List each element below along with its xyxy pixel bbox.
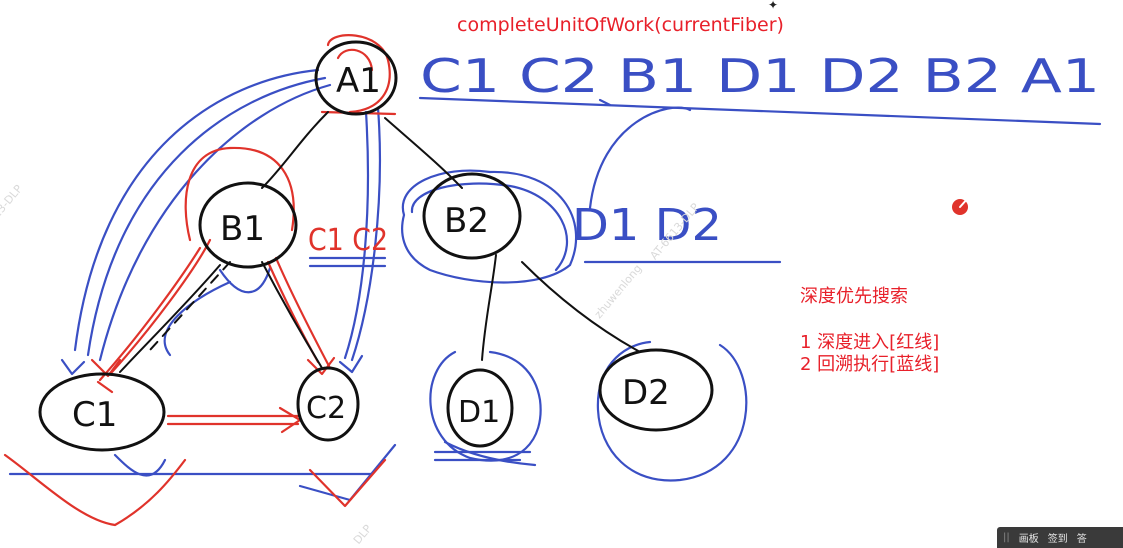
toolbar-item-drawing-board[interactable]: 画板 xyxy=(1018,534,1039,545)
bottom-toolbar: || 画板 签到 答 xyxy=(997,527,1123,548)
node-d2-circle xyxy=(598,348,714,432)
node-c2-label: C2 xyxy=(306,391,346,426)
node-d1-label: D1 xyxy=(458,395,500,430)
legend-blue-line-note: 2 回溯执行[蓝线] xyxy=(800,354,940,375)
node-b1-label: B1 xyxy=(220,209,265,249)
node-d1-circle xyxy=(446,368,514,448)
edge-b2-d1 xyxy=(481,254,497,361)
edge-a1-b1 xyxy=(261,111,329,189)
blue-backtrack-lines xyxy=(8,68,1102,502)
edge-a1-b2 xyxy=(384,117,463,189)
diagram-title: completeUnitOfWork(currentFiber) xyxy=(457,14,784,36)
completion-order-sequence: C1 C2 B1 D1 D2 B2 A1 xyxy=(420,49,1100,103)
node-a1-circle xyxy=(314,40,398,116)
toolbar-item-checkin[interactable]: 签到 xyxy=(1047,534,1068,545)
legend-box: 深度优先搜索 1 深度进入[红线] 2 回溯执行[蓝线] xyxy=(800,286,939,376)
node-circles xyxy=(38,40,714,452)
edge-b1-c1 xyxy=(119,264,221,373)
node-c1-circle xyxy=(38,372,166,452)
node-d2-label: D2 xyxy=(622,373,670,413)
toolbar-grip-icon: || xyxy=(1003,532,1010,543)
node-c2-circle xyxy=(296,366,360,442)
legend-red-line-note: 1 深度进入[红线] xyxy=(800,332,940,353)
node-b2-circle xyxy=(422,172,522,260)
tree-edges xyxy=(119,111,641,373)
node-b1-circle xyxy=(198,181,298,269)
node-b2-label: B2 xyxy=(444,201,489,241)
b1-children-note: C1 C2 xyxy=(308,223,388,258)
node-a1-label: A1 xyxy=(336,61,381,101)
b2-children-note: D1 D2 xyxy=(572,200,722,251)
toolbar-item-answer[interactable]: 答 xyxy=(1076,534,1087,545)
edge-b2-d2 xyxy=(521,261,641,353)
edge-b1-c2 xyxy=(261,261,323,369)
mouse-cursor-icon: ✦ xyxy=(768,0,779,12)
node-c1-label: C1 xyxy=(72,395,117,435)
legend-heading: 深度优先搜索 xyxy=(800,286,908,307)
